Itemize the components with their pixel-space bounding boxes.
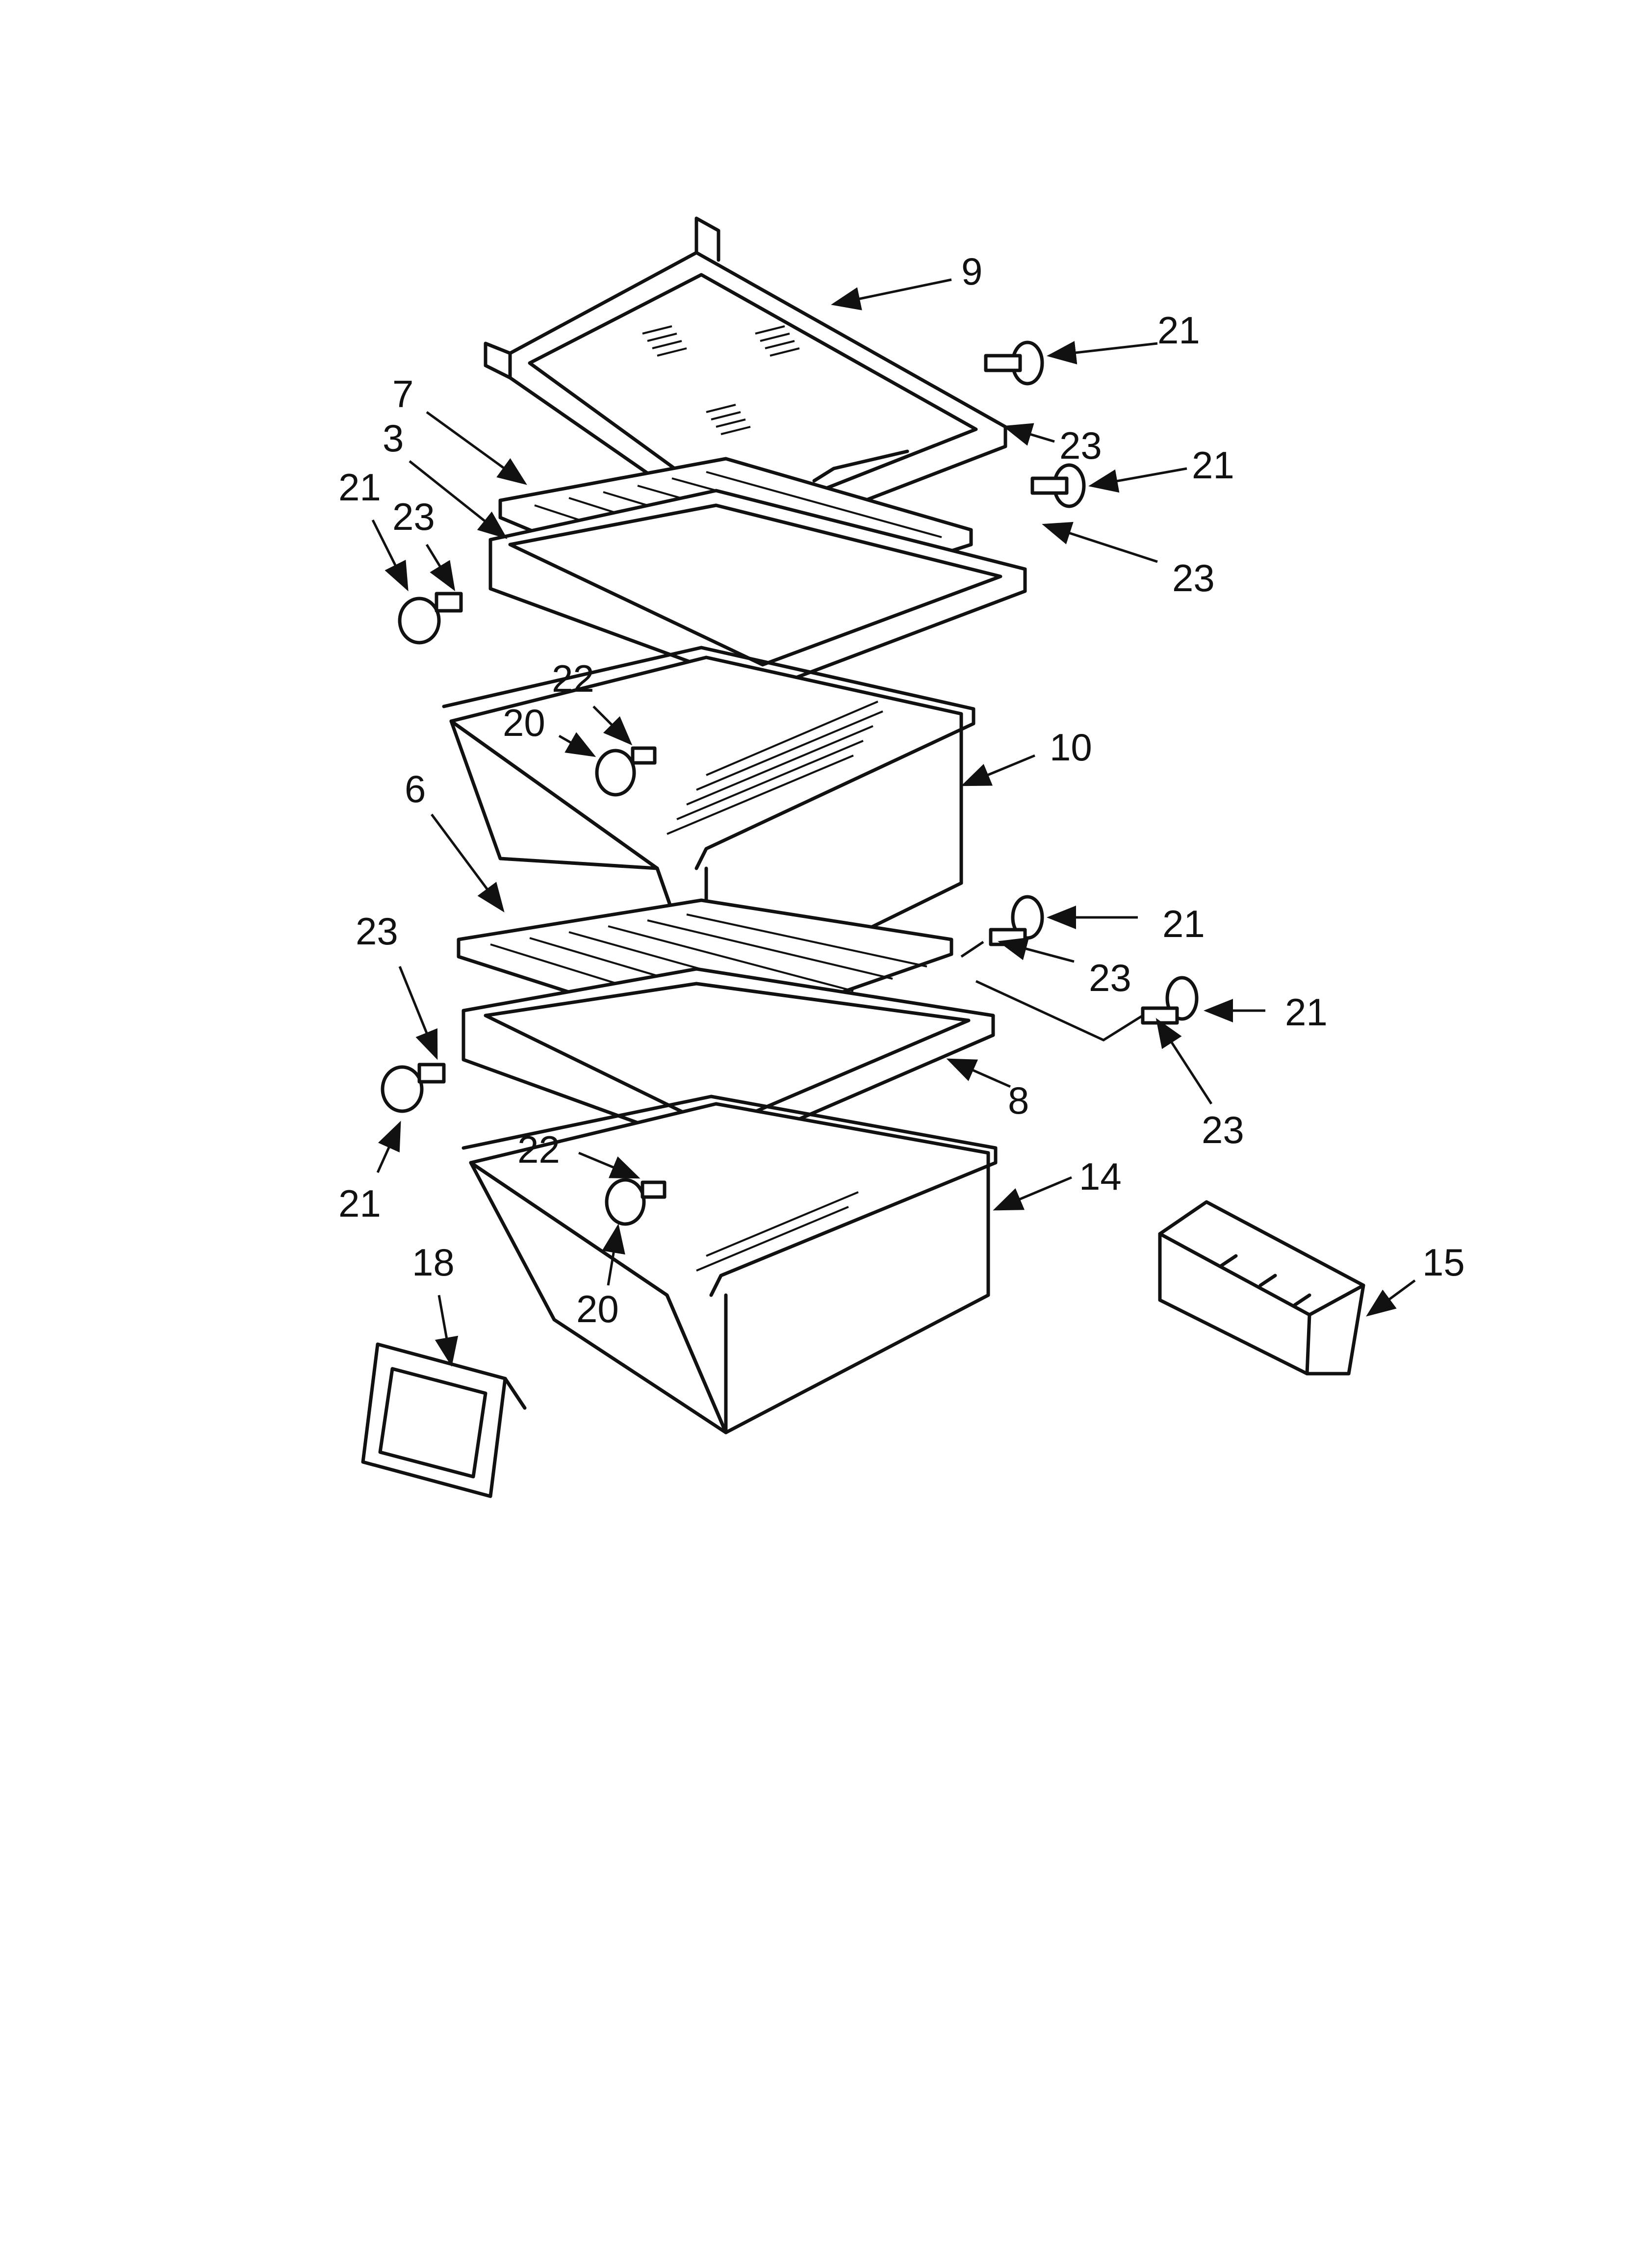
callout-21: 21 bbox=[1285, 991, 1328, 1034]
callout-labels: 9 21 23 21 23 7 3 21 23 22 20 10 6 21 23… bbox=[338, 250, 1465, 1330]
callout-9: 9 bbox=[961, 250, 982, 293]
part-18-label-holder bbox=[361, 1342, 527, 1498]
callout-23: 23 bbox=[1089, 956, 1131, 999]
callout-21: 21 bbox=[338, 1182, 381, 1225]
callout-21: 21 bbox=[338, 466, 381, 509]
part-9-glass-shelf bbox=[484, 216, 1007, 547]
callout-23: 23 bbox=[1172, 556, 1215, 600]
callout-21: 21 bbox=[1192, 443, 1234, 487]
part-14-lower-crisper-drawer bbox=[462, 1095, 998, 1434]
callout-15: 15 bbox=[1422, 1241, 1465, 1284]
callout-14: 14 bbox=[1079, 1155, 1122, 1198]
callout-21: 21 bbox=[1157, 309, 1200, 352]
callout-20: 20 bbox=[576, 1287, 619, 1330]
callout-8: 8 bbox=[1008, 1079, 1029, 1122]
callout-23: 23 bbox=[1059, 424, 1102, 467]
part-15-storage-bin bbox=[1158, 1200, 1365, 1376]
part-3-shelf-frame bbox=[488, 489, 1027, 699]
callout-22: 22 bbox=[517, 1128, 560, 1171]
callout-7: 7 bbox=[392, 372, 413, 416]
callout-6: 6 bbox=[405, 767, 426, 810]
callout-3: 3 bbox=[383, 417, 404, 460]
part-8-shelf-frame bbox=[462, 967, 995, 1155]
callout-20: 20 bbox=[503, 701, 545, 744]
callout-23: 23 bbox=[392, 495, 435, 538]
callout-22: 22 bbox=[552, 657, 594, 700]
callout-23: 23 bbox=[356, 910, 398, 953]
callout-18: 18 bbox=[412, 1241, 455, 1284]
callout-21: 21 bbox=[1162, 902, 1205, 945]
callout-10: 10 bbox=[1050, 726, 1092, 769]
leader-lines bbox=[371, 278, 1416, 1367]
callout-23: 23 bbox=[1202, 1108, 1244, 1151]
